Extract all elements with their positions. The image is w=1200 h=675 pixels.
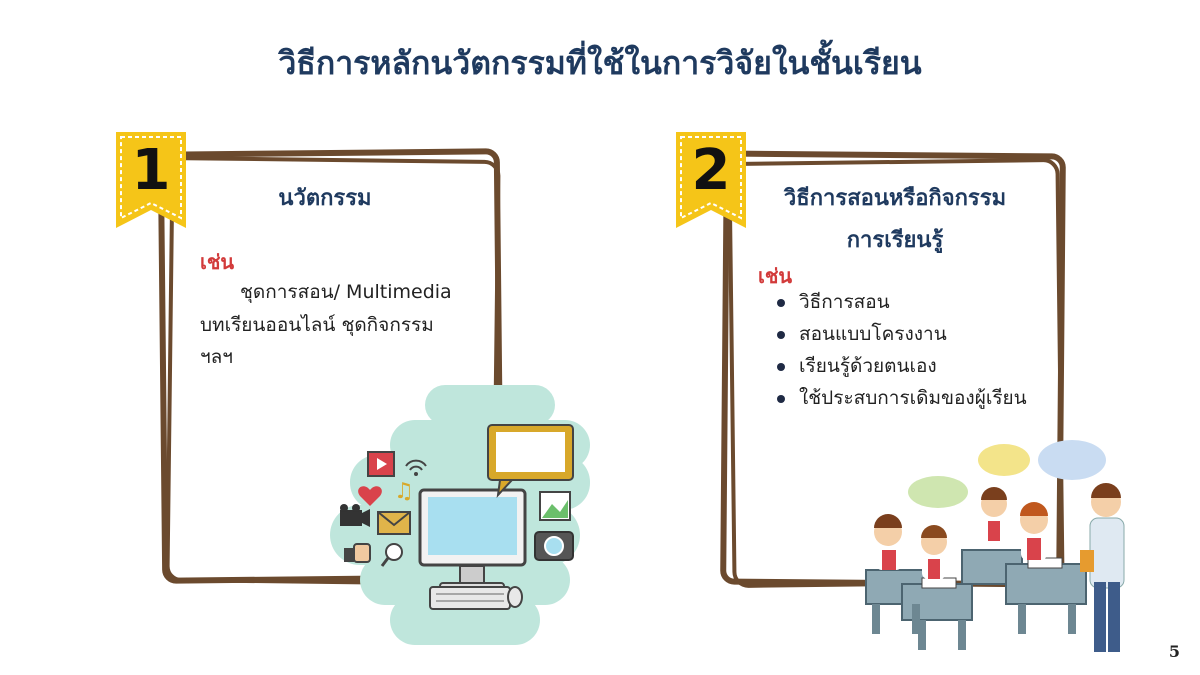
card-2-ribbon: 2 (676, 132, 746, 228)
classroom-illustration (865, 440, 1125, 652)
list-item: เรียนรู้ด้วยตนเอง (775, 350, 1027, 382)
card-2-heading-line-1: วิธีการสอนหรือกิจกรรม (783, 186, 1007, 211)
list-item: ใช้ประสบการเดิมของผู้เรียน (775, 382, 1027, 414)
card-1-line-1: ชุดการสอน/ Multimedia (240, 281, 452, 303)
card-2-example-label: เช่น (758, 264, 793, 288)
svg-text:♫: ♫ (394, 479, 414, 504)
card-1-heading: นวัตกรรม (278, 186, 372, 211)
slide-title: วิธีการหลักนวัตกรรมที่ใช้ในการวิจัยในชั้… (278, 44, 922, 82)
list-item: สอนแบบโครงงาน (775, 318, 1027, 350)
card-1-line-3: ฯลฯ (200, 346, 233, 368)
card-1-line-2: บทเรียนออนไลน์ ชุดกิจกรรม (200, 314, 434, 336)
multimedia-illustration: ♫ (330, 385, 590, 645)
card-2-heading-line-2: การเรียนรู้ (846, 228, 944, 253)
page-number: 5 (1168, 642, 1180, 661)
card-2-bullet-list: วิธีการสอน สอนแบบโครงงาน เรียนรู้ด้วยตนเ… (775, 286, 1027, 414)
list-item: วิธีการสอน (775, 286, 1027, 318)
card-1-number: 1 (131, 138, 171, 203)
card-2-number: 2 (691, 138, 731, 203)
card-1-ribbon: 1 (116, 132, 186, 228)
card-1-example-label: เช่น (200, 250, 235, 274)
